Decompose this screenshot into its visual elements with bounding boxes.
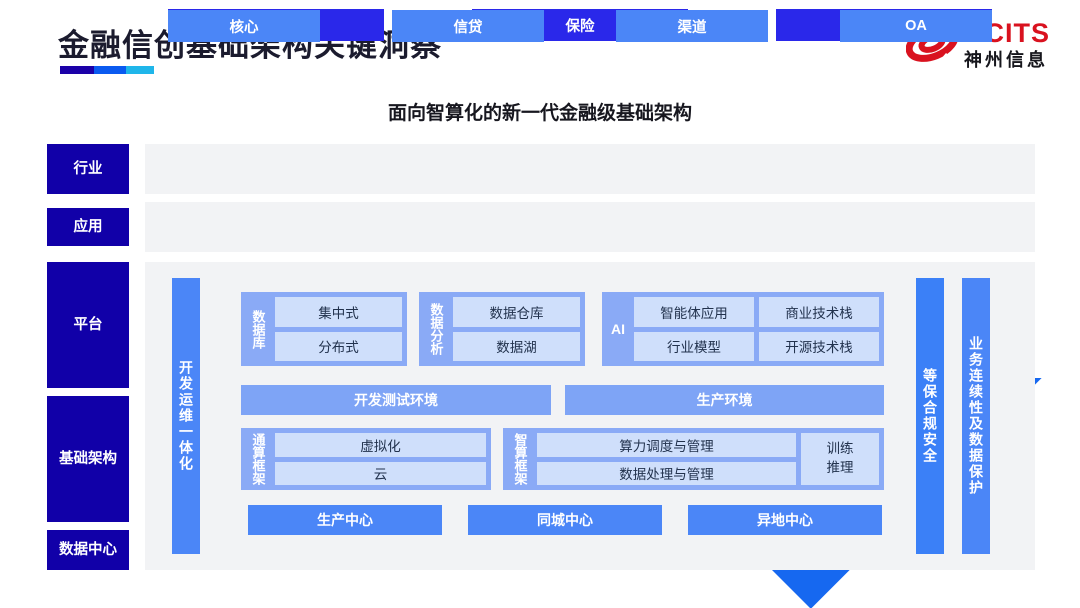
application-chip-channel[interactable]: 渠道 [616,10,768,42]
application-chip-oa[interactable]: OA [840,10,992,42]
database-item-distributed[interactable]: 分布式 [275,331,402,361]
data-analysis-item-warehouse[interactable]: 数据仓库 [453,297,580,327]
environment-bar-production[interactable]: 生产环境 [565,385,884,415]
infer-label: 推理 [826,460,854,475]
vertical-bar-compliance: 等保合规安全 [916,278,944,554]
datacenter-chip-metro[interactable]: 同城中心 [468,505,662,535]
row-label-infrastructure: 基础架构 [47,396,129,522]
vertical-bar-devops: 开发运维一体化 [172,278,200,554]
group-smart-compute: 智算框架 算力调度与管理 数据处理与管理 训练 推理 [503,428,884,490]
underline-segment-blue [94,66,126,74]
logo-text-cn: 神州信息 [964,50,1048,70]
group-smart-compute-title: 智算框架 [512,433,528,485]
group-database-title: 数据库 [250,309,266,349]
group-data-analysis-title: 数据分析 [428,303,444,355]
title-underline [60,66,154,74]
ai-item-industry-model[interactable]: 行业模型 [634,331,754,361]
row-label-industry: 行业 [47,144,129,194]
group-general-compute-title: 通算框架 [250,433,266,485]
industry-panel [145,144,1035,194]
general-compute-item-virtualization[interactable]: 虚拟化 [275,433,486,457]
group-database: 数据库 集中式 分布式 [241,292,407,366]
database-item-centralized[interactable]: 集中式 [275,297,402,327]
group-general-compute: 通算框架 虚拟化 云 [241,428,491,490]
underline-segment-navy [60,66,94,74]
data-analysis-item-lake[interactable]: 数据湖 [453,331,580,361]
datacenter-chip-production[interactable]: 生产中心 [248,505,442,535]
smart-compute-item-data-processing[interactable]: 数据处理与管理 [537,461,796,485]
smart-compute-item-scheduling[interactable]: 算力调度与管理 [537,433,796,457]
smart-compute-item-train-infer[interactable]: 训练 推理 [801,433,879,485]
application-panel [145,202,1035,252]
train-label: 训练 [826,441,854,457]
row-label-platform: 平台 [47,262,129,388]
vertical-bar-business-continuity: 业务连续性及数据保护 [962,278,990,554]
row-label-application: 应用 [47,208,129,246]
group-data-analysis: 数据分析 数据仓库 数据湖 [419,292,585,366]
ai-item-agent-app[interactable]: 智能体应用 [634,297,754,327]
row-label-datacenter: 数据中心 [47,530,129,570]
application-chip-core[interactable]: 核心 [168,10,320,42]
group-ai: AI 智能体应用 商业技术栈 行业模型 开源技术栈 [602,292,884,366]
page-subtitle: 面向智算化的新一代金融级基础架构 [0,98,1080,125]
page-subtitle-text: 面向智算化的新一代金融级基础架构 [387,103,692,124]
general-compute-item-cloud[interactable]: 云 [275,461,486,485]
underline-segment-cyan [126,66,154,74]
ai-item-commercial-stack[interactable]: 商业技术栈 [759,297,879,327]
ai-item-opensource-stack[interactable]: 开源技术栈 [759,331,879,361]
datacenter-chip-remote[interactable]: 异地中心 [688,505,882,535]
application-chip-credit[interactable]: 信贷 [392,10,544,42]
group-ai-title: AI [611,321,625,337]
environment-bar-dev-test[interactable]: 开发测试环境 [241,385,551,415]
